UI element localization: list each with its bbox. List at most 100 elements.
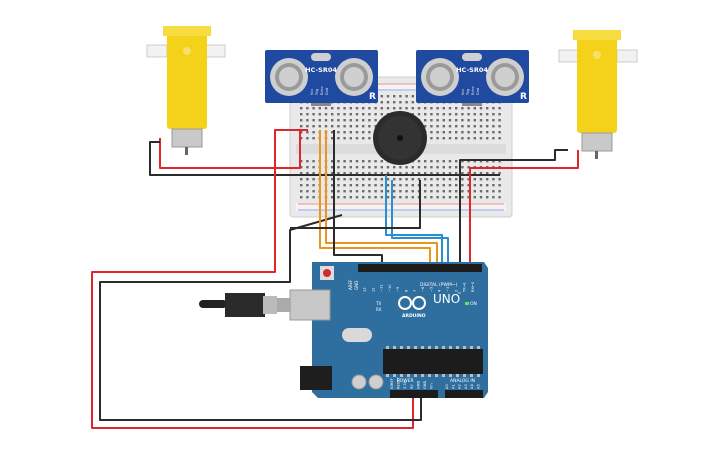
breadboard-hole xyxy=(300,178,303,181)
breadboard-hole xyxy=(479,190,483,193)
breadboard-hole xyxy=(368,113,371,116)
breadboard-hole xyxy=(300,166,303,169)
rx-label: RX xyxy=(376,307,382,312)
breadboard-hole xyxy=(430,190,433,193)
breadboard-hole xyxy=(436,160,439,163)
breadboard-hole xyxy=(374,178,377,181)
breadboard-hole xyxy=(374,196,377,199)
breadboard-hole xyxy=(362,190,365,193)
dc-motor-left xyxy=(146,26,226,155)
breadboard-hole xyxy=(331,172,334,175)
breadboard-hole xyxy=(405,190,408,193)
breadboard-hole xyxy=(368,190,371,193)
breadboard-hole xyxy=(498,172,501,175)
breadboard-hole xyxy=(399,172,402,175)
breadboard-hole xyxy=(368,184,371,187)
breadboard-hole xyxy=(368,172,371,175)
breadboard-hole xyxy=(374,190,377,193)
wire-red-left-motor xyxy=(159,130,301,169)
breadboard-hole xyxy=(312,196,315,199)
breadboard-hole xyxy=(405,107,408,110)
breadboard-hole xyxy=(312,190,315,193)
breadboard-hole xyxy=(467,137,470,140)
pin-label: A1 xyxy=(451,384,455,389)
breadboard-hole xyxy=(411,101,414,104)
breadboard-hole xyxy=(324,107,328,110)
breadboard-hole xyxy=(306,178,309,181)
breadboard-hole xyxy=(349,107,352,110)
breadboard-hole xyxy=(436,125,439,128)
breadboard-hole xyxy=(430,119,433,122)
breadboard-hole xyxy=(424,172,427,175)
breadboard-hole xyxy=(374,119,377,122)
breadboard-hole xyxy=(300,196,303,199)
breadboard-hole xyxy=(386,172,390,175)
breadboard-hole xyxy=(498,184,501,187)
pin-label: 12 xyxy=(371,287,375,292)
breadboard-hole xyxy=(343,119,346,122)
breadboard-hole xyxy=(479,160,483,163)
breadboard-hole xyxy=(417,107,421,110)
breadboard-hole xyxy=(386,190,390,193)
breadboard-hole xyxy=(442,113,445,116)
svg-text:Gnd: Gnd xyxy=(476,88,480,95)
breadboard-hole xyxy=(461,137,464,140)
breadboard-hole xyxy=(355,196,359,199)
breadboard-hole xyxy=(442,190,445,193)
breadboard-hole xyxy=(393,95,396,98)
chip-pin xyxy=(442,346,445,349)
breadboard-hole xyxy=(442,131,445,134)
breadboard-hole xyxy=(467,125,470,128)
breadboard-hole xyxy=(436,119,439,122)
chip-pin xyxy=(449,374,452,377)
breadboard-hole xyxy=(455,107,458,110)
breadboard-hole xyxy=(455,113,458,116)
breadboard-hole xyxy=(337,196,340,199)
chip-pin xyxy=(407,374,410,377)
breadboard-hole xyxy=(424,160,427,163)
sensor-model-label: HC-SR04 xyxy=(305,66,337,74)
arduino-logo xyxy=(398,296,426,310)
breadboard-hole xyxy=(424,196,427,199)
chip-pin xyxy=(470,346,473,349)
breadboard-hole xyxy=(448,113,452,116)
breadboard-hole xyxy=(374,125,377,128)
pin-label: ~11 xyxy=(380,284,384,292)
breadboard-hole xyxy=(461,190,464,193)
breadboard-hole xyxy=(498,190,501,193)
chip-pin xyxy=(463,346,466,349)
breadboard-hole xyxy=(386,101,390,104)
breadboard-hole xyxy=(479,131,483,134)
ultrasonic-sensor-right: HC-SR04 R Vcc Trig Echo Gnd xyxy=(416,50,529,106)
breadboard-hole xyxy=(486,125,489,128)
breadboard-hole xyxy=(343,190,346,193)
breadboard-hole xyxy=(448,107,452,110)
breadboard-hole xyxy=(312,178,315,181)
arduino-uno: UNO ™ ARDUINO DIGITAL (PWM~) POWER ANALO… xyxy=(199,262,488,398)
breadboard-hole xyxy=(337,131,340,134)
breadboard-hole xyxy=(411,184,414,187)
breadboard-hole xyxy=(343,172,346,175)
breadboard-hole xyxy=(479,184,483,187)
chip-pin xyxy=(456,374,459,377)
chip-pin xyxy=(477,346,480,349)
wire-blue-1 xyxy=(385,175,443,265)
breadboard-hole xyxy=(448,160,452,163)
breadboard-hole xyxy=(455,178,458,181)
breadboard-hole xyxy=(479,119,483,122)
breadboard-hole xyxy=(349,184,352,187)
breadboard-hole xyxy=(300,190,303,193)
breadboard-hole xyxy=(337,113,340,116)
pin-label: 4 xyxy=(438,289,442,292)
breadboard-hole xyxy=(362,137,365,140)
power-label: POWER xyxy=(397,378,414,384)
breadboard-hole xyxy=(380,184,383,187)
breadboard-hole xyxy=(455,184,458,187)
breadboard-hole xyxy=(448,190,452,193)
breadboard-hole xyxy=(306,160,309,163)
breadboard-hole xyxy=(374,166,377,169)
breadboard-hole xyxy=(424,178,427,181)
breadboard-hole xyxy=(380,160,383,163)
